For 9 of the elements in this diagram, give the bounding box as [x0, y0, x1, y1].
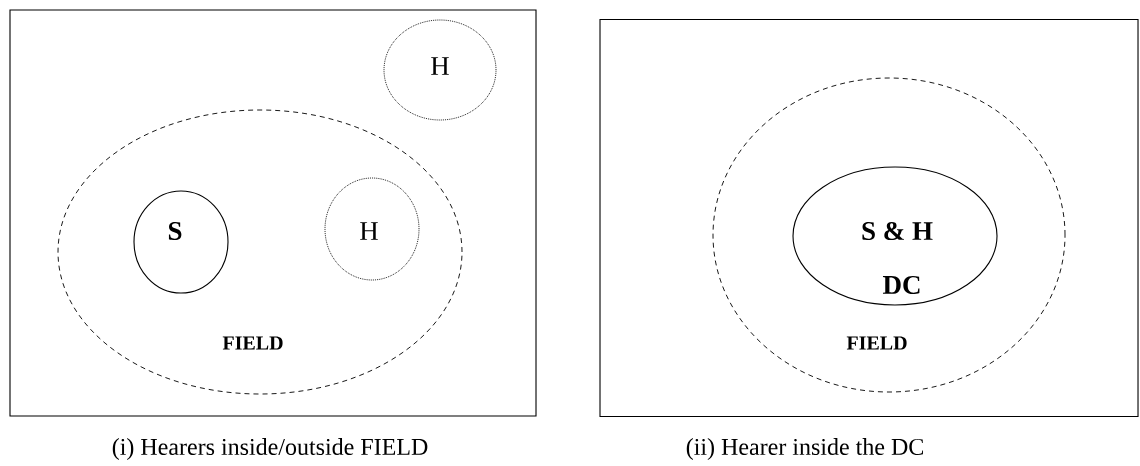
label: S: [168, 221, 182, 241]
node-label: (i) Hearers inside/outside FIELD: [112, 438, 428, 460]
label: S & H: [862, 221, 933, 241]
label: H: [431, 57, 449, 75]
label: H: [360, 222, 378, 240]
label: FIELD: [846, 336, 907, 350]
label: FIELD: [222, 336, 283, 350]
label: DC: [883, 275, 920, 295]
node-label: (ii) Hearer inside the DC: [686, 438, 923, 460]
